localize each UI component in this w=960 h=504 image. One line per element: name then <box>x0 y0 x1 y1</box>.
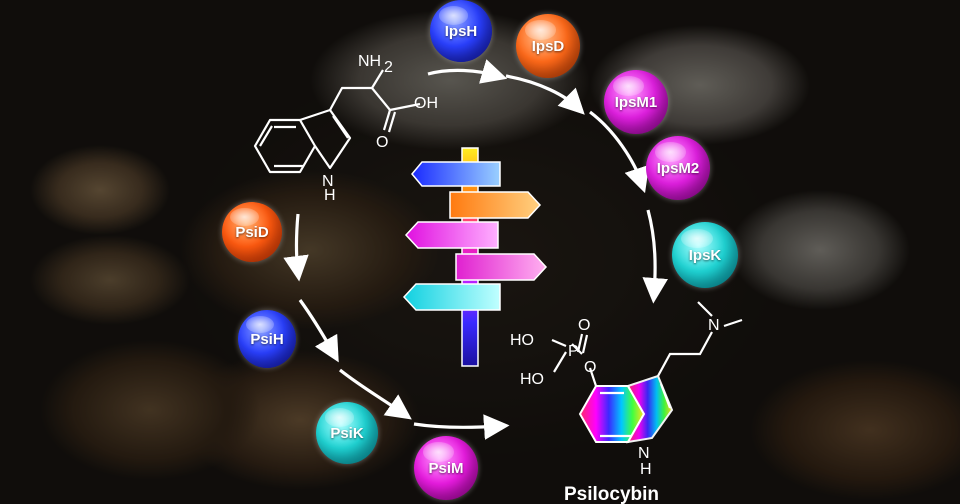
tryptophan-structure <box>253 69 421 174</box>
arrow-psid-to-psih <box>283 213 309 282</box>
ipsm1-label: IpsM1 <box>614 93 658 111</box>
arrow-psim-to-psilocybin <box>413 414 510 440</box>
ho-upper-label: HO <box>510 332 534 349</box>
bridge-o-label: O <box>584 359 596 376</box>
amine-n-label: N <box>708 317 720 334</box>
ipsm2-label: IpsM2 <box>656 159 700 177</box>
psid-label: PsiD <box>235 223 269 241</box>
ipsm2-enzyme-bubble: IpsM2 <box>646 136 710 200</box>
psih-enzyme-bubble: PsiH <box>238 310 296 368</box>
indole-n-label: N <box>322 173 334 190</box>
psih-label: PsiH <box>250 330 284 348</box>
ipsh-enzyme-bubble: IpsH <box>430 0 492 62</box>
ipsd-label: IpsD <box>531 37 565 55</box>
ipsk-enzyme-bubble: IpsK <box>672 222 738 288</box>
arrow-psik-to-psim <box>339 368 412 420</box>
arrow-to-ipsm1 <box>505 74 585 115</box>
ipsk-label: IpsK <box>688 246 722 264</box>
oh-label: OH <box>414 95 438 112</box>
ipsd-enzyme-bubble: IpsD <box>516 14 580 78</box>
psilocybin-title: Psilocybin <box>564 484 659 504</box>
arrow-to-ipsd <box>427 59 508 84</box>
ring-h-label: H <box>640 461 652 478</box>
phosphoryl-o-label: O <box>578 317 590 334</box>
indole-h-label: H <box>324 187 336 204</box>
ipsm1-enzyme-bubble: IpsM1 <box>604 70 668 134</box>
arrow-to-ipsm2 <box>589 110 650 194</box>
psik-enzyme-bubble: PsiK <box>316 402 378 464</box>
nh2-label: NH <box>358 53 381 70</box>
arrow-to-psilocybin-right <box>642 209 668 304</box>
psim-label: PsiM <box>428 459 464 477</box>
psik-label: PsiK <box>330 424 364 442</box>
nh2-subscript: 2 <box>384 59 393 76</box>
psilocybin-structure <box>551 301 743 444</box>
arrow-psih-to-psik <box>298 299 339 363</box>
phosphorus-label: P <box>568 343 579 360</box>
ipsh-label: IpsH <box>444 22 478 40</box>
psim-enzyme-bubble: PsiM <box>414 436 478 500</box>
psid-enzyme-bubble: PsiD <box>222 202 282 262</box>
carbonyl-o-label: O <box>376 134 388 151</box>
signpost-graphic <box>402 147 548 367</box>
pathway-arrows <box>283 59 668 440</box>
ho-lower-label: HO <box>520 371 544 388</box>
ring-n-label: N <box>638 445 650 462</box>
